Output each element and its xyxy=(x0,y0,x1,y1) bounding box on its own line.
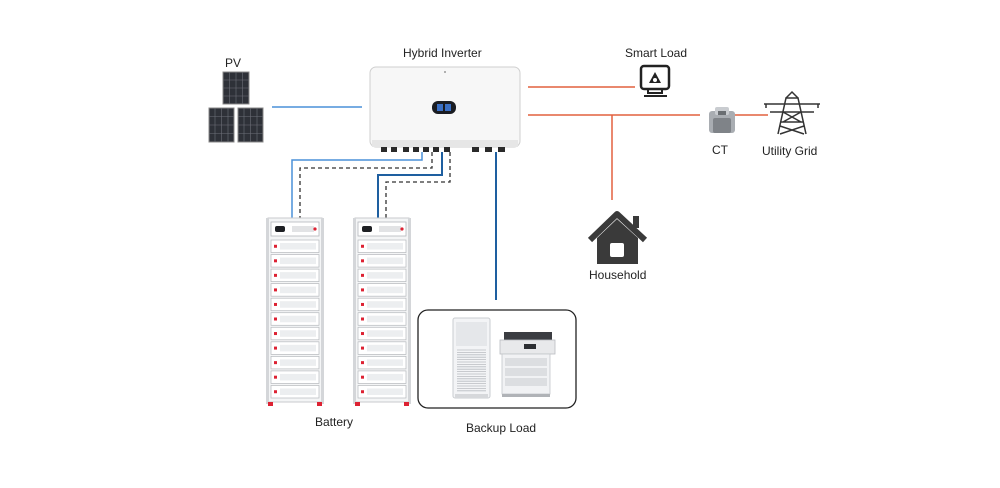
battery2-module xyxy=(357,385,407,399)
battery2-module xyxy=(357,356,407,370)
battery2-dashed-line xyxy=(385,152,451,218)
utility-grid-label: Utility Grid xyxy=(762,144,818,158)
backup-load-label: Backup Load xyxy=(466,421,537,435)
battery1-module xyxy=(270,312,320,326)
battery1-module xyxy=(270,254,320,268)
battery1-module xyxy=(270,268,320,282)
backup-load-box xyxy=(417,309,577,409)
battery-stack-2 xyxy=(353,217,411,406)
ct-label: CT xyxy=(712,143,728,157)
battery2-module xyxy=(357,370,407,384)
battery2-module xyxy=(357,341,407,355)
battery2-blue-line xyxy=(377,152,443,218)
pv-panel-top xyxy=(222,71,250,105)
battery2-module xyxy=(357,283,407,297)
battery2-module xyxy=(357,312,407,326)
battery2-module xyxy=(357,297,407,312)
battery1-module xyxy=(270,356,320,370)
pv-panel-right xyxy=(237,107,264,143)
battery-label: Battery xyxy=(315,415,354,429)
ct-icon xyxy=(709,107,735,133)
air-conditioner-icon xyxy=(452,317,491,399)
battery1-bms-module xyxy=(270,221,320,237)
battery1-module xyxy=(270,385,320,399)
hybrid-inverter xyxy=(369,66,521,152)
battery1-module xyxy=(270,341,320,355)
battery2-module xyxy=(357,254,407,268)
copier-icon xyxy=(499,332,556,397)
utility-grid-icon xyxy=(764,90,820,135)
connection-lines xyxy=(272,86,768,300)
household-label: Household xyxy=(589,268,647,282)
battery2-module xyxy=(357,239,407,253)
pv-label: PV xyxy=(225,56,242,70)
battery1-module xyxy=(270,297,320,312)
battery1-module xyxy=(270,326,320,341)
smart-load-label: Smart Load xyxy=(625,46,688,60)
battery2-module xyxy=(357,326,407,341)
battery-stack-1 xyxy=(266,217,324,406)
smart-load-icon xyxy=(639,64,671,97)
battery1-blue-line xyxy=(291,152,423,218)
battery1-module xyxy=(270,283,320,297)
battery2-module xyxy=(357,268,407,282)
household-icon xyxy=(587,211,648,264)
battery1-module xyxy=(270,370,320,384)
battery1-dashed-line xyxy=(299,152,433,218)
battery1-module xyxy=(270,239,320,253)
inverter-display xyxy=(432,101,456,114)
pv-panels xyxy=(208,71,264,143)
battery2-bms-module xyxy=(357,221,407,237)
pv-panel-left xyxy=(208,107,235,143)
inverter-label: Hybrid Inverter xyxy=(403,46,482,60)
